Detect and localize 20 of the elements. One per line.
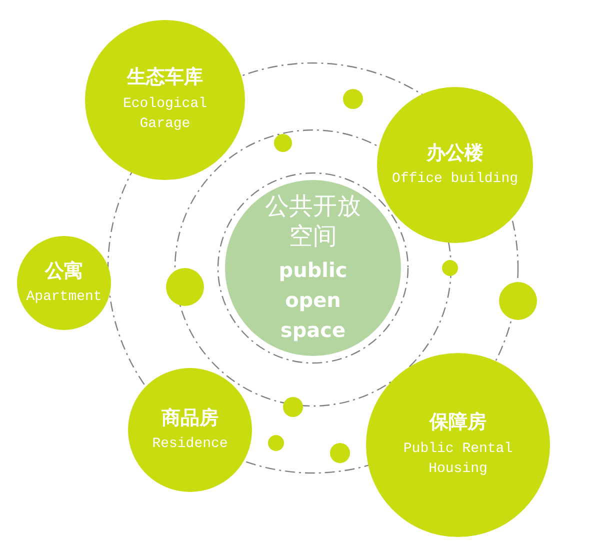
english-label: Apartment xyxy=(26,288,102,308)
chinese-label: 生态车库 xyxy=(127,65,203,90)
english-label: Ecological Garage xyxy=(122,95,208,134)
dot xyxy=(274,134,292,152)
dot xyxy=(499,282,537,320)
dot xyxy=(283,397,303,417)
english-label: public open space xyxy=(278,257,348,344)
dot xyxy=(268,435,284,451)
chinese-label: 公共开放空间 xyxy=(264,191,362,251)
chinese-label: 公寓 xyxy=(45,258,83,284)
chinese-label: 商品房 xyxy=(162,406,218,430)
english-label: Office building xyxy=(392,170,518,190)
english-label: Residence xyxy=(152,435,228,454)
dot xyxy=(343,89,363,109)
english-label: Public Rental Housing xyxy=(402,440,514,480)
dot xyxy=(330,443,350,463)
dot xyxy=(166,268,204,306)
chinese-label: 保障房 xyxy=(430,410,486,436)
chinese-label: 办公楼 xyxy=(426,140,484,166)
dot xyxy=(442,260,458,276)
